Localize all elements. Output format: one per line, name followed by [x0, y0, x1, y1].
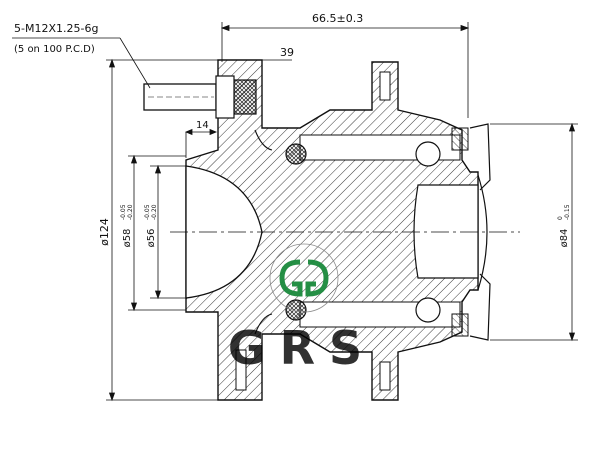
- pcd-note-label: (5 on 100 P.C.D): [14, 44, 95, 55]
- ball-bottom-right: [415, 297, 441, 323]
- flange-slot-top: [379, 71, 391, 101]
- pilot-dia-56-label: ø56: [146, 229, 157, 248]
- dimensions: [12, 22, 578, 402]
- logo-green-mark-right: [305, 259, 329, 297]
- bearing-dia-lower: -0.15: [564, 204, 571, 220]
- logo-text: GRS: [228, 321, 376, 375]
- seal-lip-top: [254, 129, 273, 151]
- shield-bottom: [469, 273, 491, 341]
- wheel-stud: [143, 75, 257, 119]
- flange-slot-left-bottom: [235, 349, 247, 391]
- seal-bottom: [451, 313, 469, 337]
- grs-logo: GRS: [228, 243, 376, 375]
- logo-green-mark-left: [279, 259, 303, 297]
- bearing-elements: [254, 123, 491, 341]
- pilot-dia-58-lower: -0.20: [127, 204, 134, 220]
- bore-cavity: [413, 184, 479, 279]
- hub-section: [185, 59, 479, 401]
- flange-slot-bottom: [379, 361, 391, 391]
- bearing-dia-label: ø84: [559, 229, 570, 248]
- thread-spec-label: 5-M12X1.25-6g: [14, 22, 98, 35]
- pilot-dia-56-upper: -0.05: [144, 204, 151, 220]
- outer-dia-label: ø124: [98, 218, 111, 246]
- logo-ring: [269, 243, 339, 313]
- shield-top: [469, 123, 491, 191]
- ball-top-left: [285, 143, 307, 165]
- flange-offset-label: 14: [196, 120, 209, 131]
- width-dim-label: 66.5±0.3: [312, 12, 363, 25]
- ball-bottom-left: [285, 299, 307, 321]
- stud-knurl: [233, 79, 257, 115]
- bearing-dia-upper: 0: [557, 216, 564, 220]
- pilot-dia-56-lower: -0.20: [151, 204, 158, 220]
- seal-lip-bottom: [254, 313, 273, 335]
- pilot-dia-58-upper: -0.05: [120, 204, 127, 220]
- part-ref-label: 39: [280, 46, 294, 59]
- ball-top-right: [415, 141, 441, 167]
- seal-top: [451, 127, 469, 151]
- pilot-dia-58-label: ø58: [122, 229, 133, 248]
- stud-head: [215, 75, 235, 119]
- abs-ring: [477, 174, 488, 291]
